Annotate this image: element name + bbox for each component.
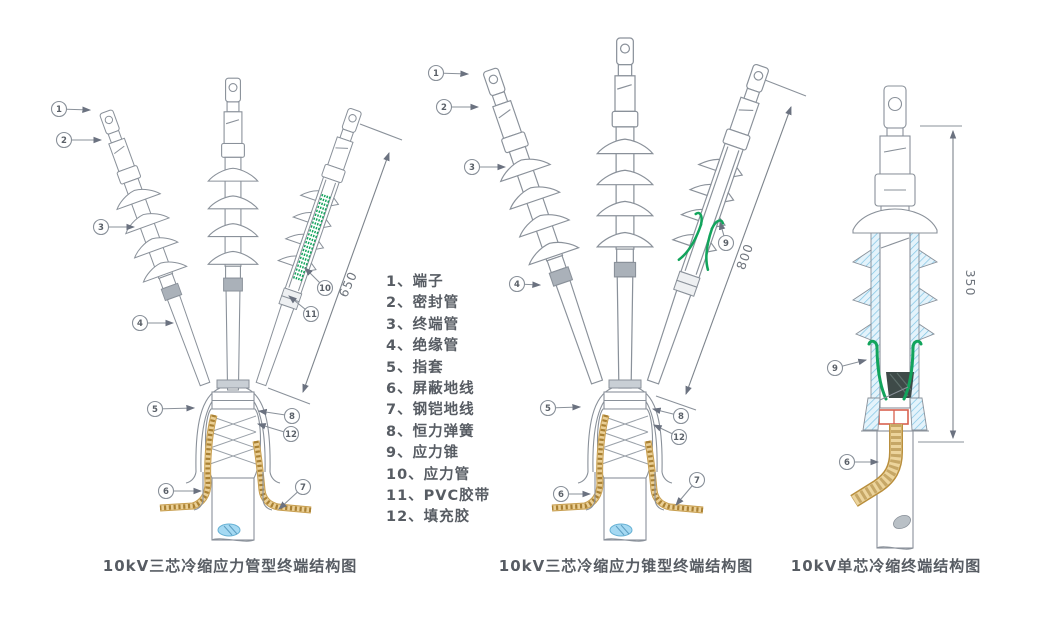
callout-number: 1	[56, 105, 62, 115]
callout-7: 7	[278, 478, 312, 510]
callout-6: 6	[838, 453, 880, 471]
legend-item: 6、屏蔽地线	[386, 380, 475, 397]
right-phase-leg-section	[627, 57, 778, 387]
callout-2: 2	[55, 131, 103, 149]
callout-number: 8	[289, 412, 295, 422]
skirt-section	[855, 323, 872, 341]
legend-item: 2、密封管	[386, 295, 460, 312]
caption-three-core-stress-cone: 10kV三芯冷缩应力锥型终端结构图	[498, 557, 754, 575]
callout-number: 4	[514, 280, 520, 290]
callout-number: 3	[469, 163, 475, 173]
callout-number: 11	[305, 310, 317, 320]
callout-6: 6	[157, 482, 203, 500]
callout-number: 9	[723, 239, 729, 249]
callout-number: 8	[678, 412, 684, 422]
callout-6: 6	[552, 485, 592, 503]
legend-item: 10、应力管	[386, 466, 471, 483]
callout-number: 10	[319, 284, 331, 294]
diagram-three-core-stress-cone: 800 1 2 3 4 5 6 7 8 12 9	[427, 38, 807, 541]
skirt-section	[918, 249, 939, 269]
callout-number: 2	[441, 103, 447, 113]
dimension-label: 800	[733, 241, 756, 271]
callout-9: 9	[826, 358, 868, 377]
legend-item: 7、钢铠地线	[386, 402, 475, 419]
callout-4: 4	[508, 275, 542, 293]
callout-5: 5	[539, 399, 582, 417]
left-phase-leg	[84, 104, 226, 392]
legend-item: 5、指套	[386, 359, 444, 376]
callout-number: 7	[694, 476, 700, 486]
callout-number: 4	[137, 319, 143, 329]
legend-item: 12、填充胶	[386, 509, 471, 526]
callout-number: 3	[98, 223, 104, 233]
ground-braid	[850, 424, 903, 507]
caption-three-core-stress-tube: 10kV三芯冷缩应力管型终端结构图	[102, 557, 358, 575]
right-phase-leg-section	[238, 102, 369, 389]
callout-5: 5	[146, 400, 196, 418]
shell-wall-section	[909, 397, 928, 431]
callout-3: 3	[463, 158, 507, 176]
center-phase-leg	[597, 38, 653, 388]
seal-tube	[879, 135, 911, 175]
base-body	[160, 380, 311, 541]
callout-1: 1	[427, 64, 470, 82]
skirt-section	[851, 249, 872, 269]
callout-8: 8	[257, 407, 301, 425]
callout-number: 6	[163, 487, 169, 497]
cable-break-mark	[893, 514, 911, 530]
callout-number: 12	[673, 433, 685, 443]
legend-item: 8、恒力弹簧	[386, 423, 475, 440]
parts-legend: 1、端子 2、密封管 3、终端管 4、绝缘管 5、指套 6、屏蔽地线 7、钢铠地…	[386, 272, 490, 529]
legend-item: 9、应力锥	[386, 445, 460, 462]
callout-8: 8	[651, 407, 690, 425]
callout-7: 7	[675, 471, 706, 506]
callout-number: 9	[832, 364, 838, 374]
callout-number: 7	[300, 483, 306, 493]
callout-9: 9	[717, 220, 735, 252]
lug-neck	[886, 127, 904, 137]
legend-item: 3、终端管	[386, 316, 460, 333]
diagram-three-core-stress-tube: 650 1 2 3 4 5 6 7 8 12 10 11	[50, 78, 403, 541]
diagram-single-core: 350 9 6	[826, 85, 978, 550]
callout-4: 4	[131, 314, 175, 332]
caption-single-core: 10kV单芯冷缩终端结构图	[790, 557, 982, 575]
callout-3: 3	[92, 218, 136, 236]
stress-cone-green	[867, 339, 923, 401]
callout-number: 1	[433, 69, 439, 79]
callout-number: 6	[844, 458, 850, 468]
center-phase-leg	[208, 78, 258, 390]
dimension-label: 650	[336, 269, 361, 300]
callout-2: 2	[435, 98, 480, 116]
callout-10: 10	[304, 267, 334, 297]
dimension-350: 350	[918, 125, 978, 443]
callout-number: 12	[285, 430, 297, 440]
legend-item: 4、绝缘管	[386, 338, 460, 355]
legend-item: 1、端子	[386, 274, 444, 290]
top-skirt	[852, 208, 938, 234]
callout-number: 5	[152, 405, 158, 415]
callout-number: 2	[61, 136, 67, 146]
dimension-label: 350	[963, 270, 978, 297]
callout-11: 11	[288, 295, 320, 323]
shell-wall-section	[862, 397, 881, 431]
callout-12: 12	[256, 423, 300, 443]
skirt-section	[918, 323, 935, 341]
callout-number: 6	[558, 490, 564, 500]
callout-1: 1	[50, 100, 92, 118]
callout-number: 5	[545, 404, 551, 414]
lug-hole	[887, 96, 903, 112]
skirt-section	[851, 287, 872, 307]
callout-12: 12	[653, 424, 688, 446]
skirt-section	[918, 287, 939, 307]
legend-item: 11、PVC胶带	[386, 487, 491, 504]
